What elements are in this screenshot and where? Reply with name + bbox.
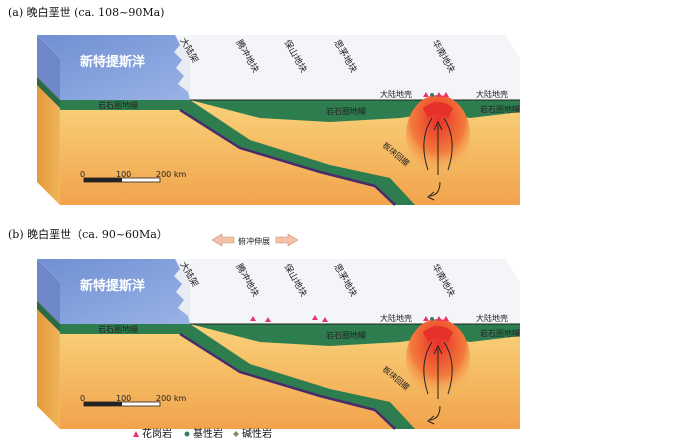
mafic-marker [430, 93, 434, 97]
panel-b-crust-right: 大陆地壳 [476, 313, 508, 323]
granite-marker [423, 92, 429, 97]
granite-marker [443, 316, 449, 321]
alkaline-legend-icon [233, 431, 239, 437]
panel-a-scale-zero: 0 [80, 170, 85, 179]
granite-legend-icon [133, 431, 139, 437]
arrow-right-icon [275, 233, 299, 247]
panel-b-mantle-far: 岩石圈地幔 [480, 328, 520, 338]
panel-b-magmatic-symbols [250, 315, 449, 322]
arrow-left-icon [211, 233, 235, 247]
panel-b-mantle-right: 岩石圈地幔 [326, 330, 366, 340]
panel-a-scale-end: 200 km [156, 170, 186, 179]
panel-a-scale-mid: 100 [116, 170, 131, 179]
panel-b-mantle-left: 岩石圈地幔 [98, 324, 138, 334]
granite-marker [312, 315, 318, 320]
panel-b-scale-zero: 0 [80, 394, 85, 403]
extension-label: 俯冲伸展 [238, 236, 270, 246]
panel-b-ocean-label: 新特提斯洋 [80, 278, 145, 294]
panel-b-scale-mid: 100 [116, 394, 131, 403]
panel-a-crust-right: 大陆地壳 [476, 89, 508, 99]
extension-arrows: 俯冲伸展 [211, 233, 299, 247]
panel-a-magmatic-symbols [423, 92, 449, 97]
panel-a-caption: (a) 晚白垩世 (ca. 108~90Ma) [8, 5, 164, 19]
panel-a-crust-left: 大陆地壳 [380, 89, 412, 99]
legend-mafic: 基性岩 [193, 427, 223, 440]
panel-a-ocean-label: 新特提斯洋 [80, 54, 145, 70]
panel-a-mantle-left: 岩石圈地幔 [98, 100, 138, 110]
granite-marker [436, 316, 442, 321]
legend-granite: 花岗岩 [142, 427, 172, 440]
granite-marker [250, 316, 256, 321]
panel-a-mantle-far: 岩石圈地幔 [480, 104, 520, 114]
panel-b-crust-left: 大陆地壳 [380, 313, 412, 323]
mafic-marker [430, 317, 434, 321]
legend: 花岗岩 基性岩 碱性岩 [133, 427, 272, 440]
granite-marker [322, 317, 328, 322]
mafic-legend-icon [184, 431, 190, 437]
granite-marker [443, 92, 449, 97]
granite-marker [265, 317, 271, 322]
granite-marker [423, 316, 429, 321]
panel-b-scale-end: 200 km [156, 394, 186, 403]
panel-a-mantle-right: 岩石圈地幔 [326, 106, 366, 116]
granite-marker [436, 92, 442, 97]
panel-b-caption: (b) 晚白垩世（ca. 90~60Ma） [8, 227, 168, 241]
legend-alkaline: 碱性岩 [242, 427, 272, 440]
